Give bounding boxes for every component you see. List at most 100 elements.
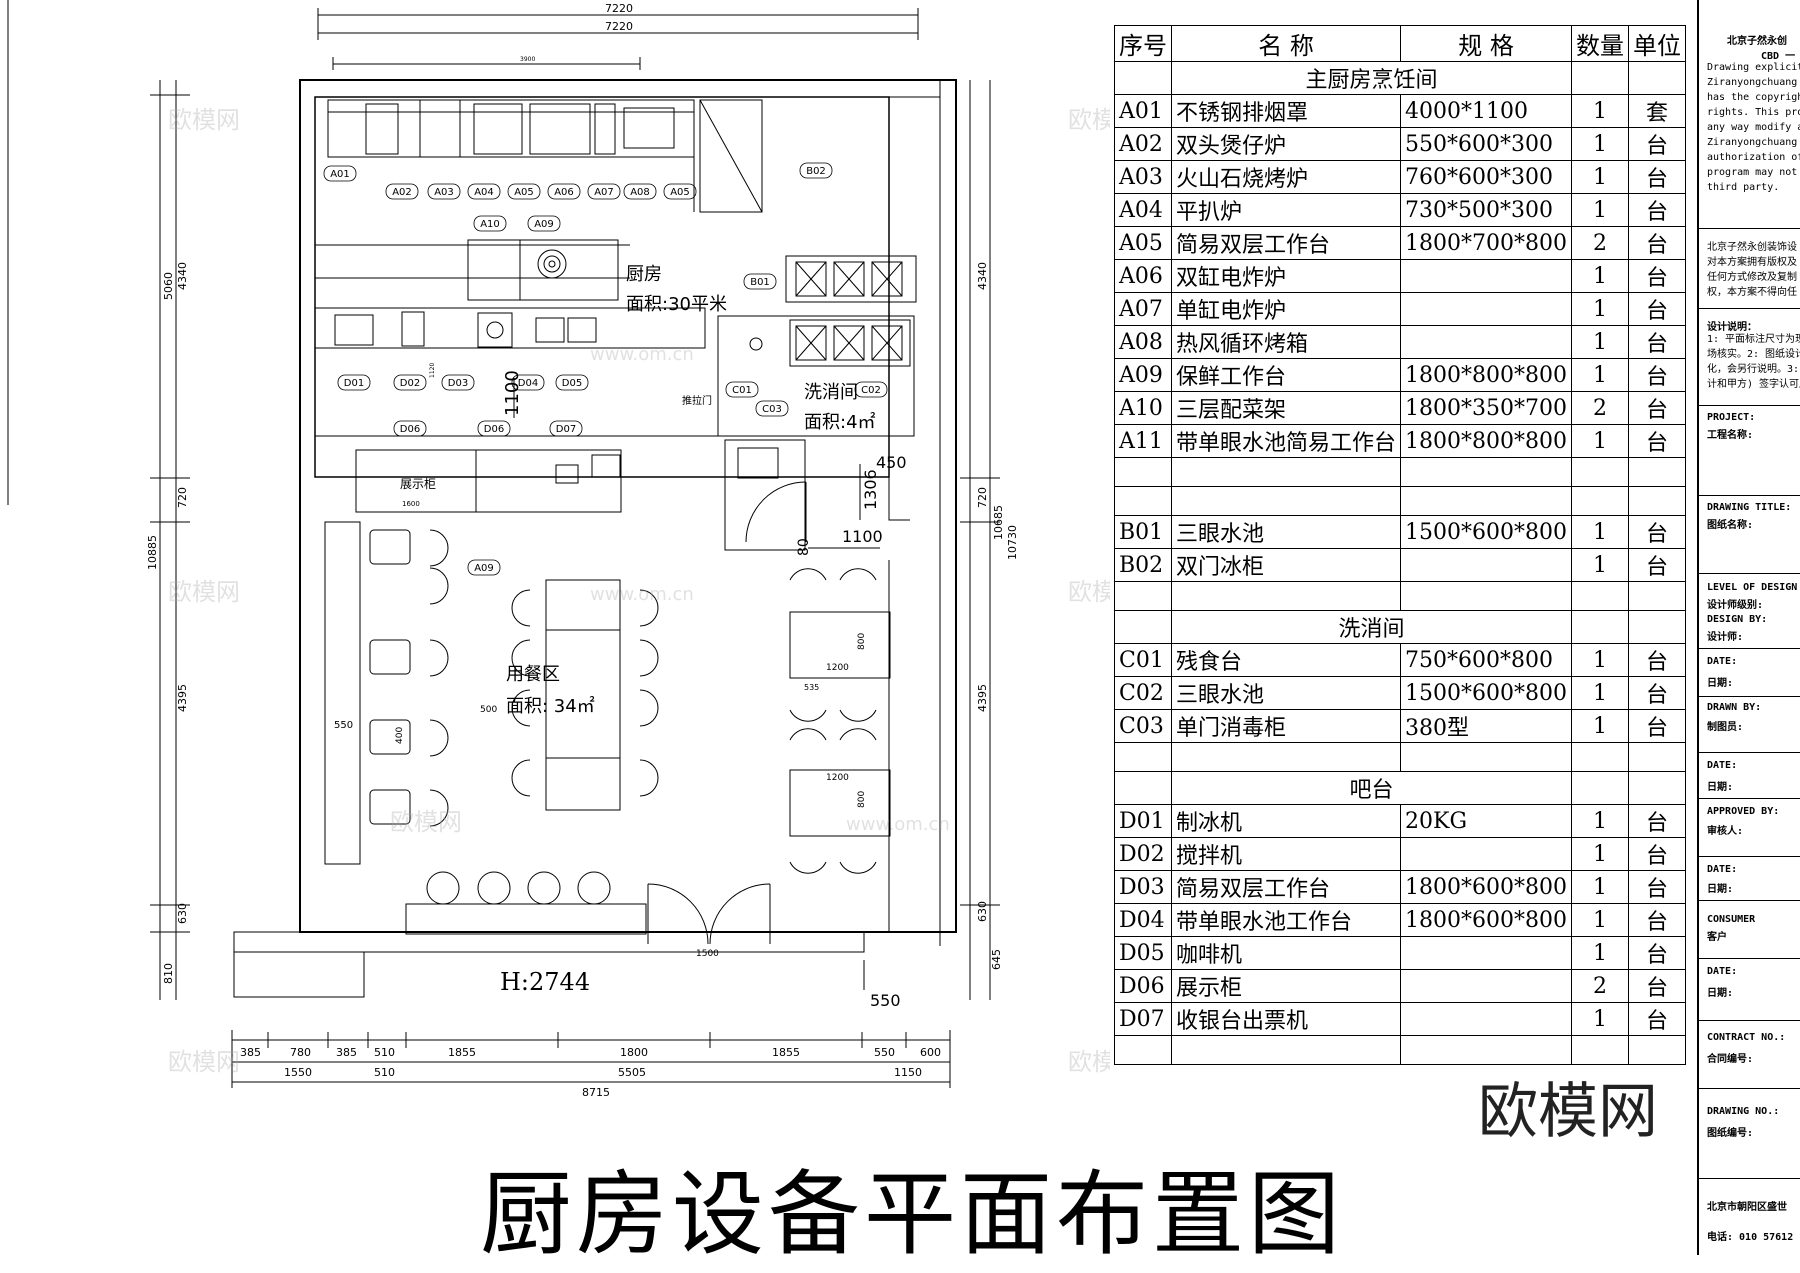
display-cabinet-label: 展示柜 (400, 477, 436, 491)
dim-hood-width: 3900 (520, 56, 535, 63)
cell-qty: 1 (1571, 643, 1629, 677)
cell-unit: 台 (1628, 515, 1686, 549)
cell-index: A08 (1114, 325, 1172, 359)
dim-right-10685: 10685 (992, 505, 1005, 540)
cell-qty: 1 (1571, 936, 1629, 970)
cell-qty (1571, 486, 1629, 516)
cell-unit: 台 (1628, 226, 1686, 260)
cell-unit (1628, 610, 1686, 644)
dim-width-510b: 510 (374, 1066, 395, 1079)
dim-1100-horizontal: 1100 (842, 527, 883, 546)
dim-1120: 1120 (429, 363, 436, 378)
cell-qty: 1 (1571, 837, 1629, 871)
cell-name: 不锈钢排烟罩 (1170, 94, 1402, 128)
tag-A10: A10 (480, 219, 500, 230)
cell-spec: 1800*600*800 (1400, 903, 1572, 937)
cell-unit (1628, 742, 1686, 772)
dim-width-1550: 1550 (284, 1066, 312, 1079)
tag-A06: A06 (554, 187, 574, 198)
company-subtitle: CBD 一 (1761, 51, 1796, 62)
contract-label-cn: 合同编号: (1707, 1054, 1754, 1065)
cell-index: A02 (1114, 127, 1172, 161)
date-label-2-cn: 日期: (1707, 782, 1734, 793)
table-row-empty (1114, 486, 1686, 516)
cell-spec: 730*500*300 (1400, 193, 1572, 227)
design-by-label-cn: 设计师: (1707, 632, 1744, 643)
watermark-url: www.om.cn (590, 344, 694, 365)
dim-width-510: 510 (374, 1046, 395, 1059)
header-spec: 规 格 (1400, 25, 1572, 62)
tag-B02: B02 (806, 166, 826, 177)
cell-name (1170, 742, 1402, 772)
dim-left-630: 630 (176, 903, 189, 924)
cell-index: D02 (1114, 837, 1172, 871)
cell-index (1114, 742, 1172, 772)
brand-watermark: 欧模网 (1478, 1077, 1658, 1147)
tag-C02: C02 (861, 385, 881, 396)
cell-spec (1400, 742, 1572, 772)
cell-spec (1400, 936, 1572, 970)
watermark: 欧模网 (1068, 578, 1110, 606)
date-label-1-cn: 日期: (1707, 678, 1734, 689)
watermark: 欧模网 (1068, 106, 1110, 134)
dim-right-4395: 4395 (976, 684, 989, 712)
cell-index: D07 (1114, 1002, 1172, 1036)
cell-unit: 台 (1628, 325, 1686, 359)
cell-unit (1628, 1035, 1686, 1065)
cell-index: D06 (1114, 969, 1172, 1003)
kitchen-label: 厨房 (626, 264, 662, 285)
sliding-door-label: 推拉门 (682, 394, 712, 407)
cell-qty (1571, 771, 1629, 805)
cell-name: 收银台出票机 (1170, 1002, 1402, 1036)
cell-name: 制冰机 (1170, 804, 1402, 838)
cell-name: 咖啡机 (1170, 936, 1402, 970)
tag-D05: D05 (562, 378, 582, 389)
watermark-url: www.om.cn (846, 814, 950, 835)
cell-spec: 760*600*300 (1400, 160, 1572, 194)
cell-name (1170, 486, 1402, 516)
cell-spec: 1800*350*700 (1400, 391, 1572, 425)
dim-550-bottom: 550 (870, 991, 901, 1010)
cell-spec: 750*600*800 (1400, 643, 1572, 677)
consumer-label: CONSUMER (1707, 914, 1756, 925)
cell-index: C03 (1114, 709, 1172, 743)
date-label-3-cn: 日期: (1707, 884, 1734, 895)
cell-index: D01 (1114, 804, 1172, 838)
header-index: 序号 (1114, 25, 1172, 62)
cell-name: 双门冰柜 (1170, 548, 1402, 582)
wash-room-area: 面积:4㎡ (804, 411, 876, 433)
cell-name: 保鲜工作台 (1170, 358, 1402, 392)
tag-D02: D02 (400, 378, 420, 389)
cell-unit (1628, 486, 1686, 516)
cell-index: A03 (1114, 160, 1172, 194)
dim-400: 400 (395, 727, 405, 744)
cell-spec: 1800*700*800 (1400, 226, 1572, 260)
cell-unit: 台 (1628, 643, 1686, 677)
dim-right-4340: 4340 (976, 262, 989, 290)
watermark: 欧模网 (390, 808, 462, 836)
cell-index: A05 (1114, 226, 1172, 260)
cell-unit: 台 (1628, 1002, 1686, 1036)
tag-D01: D01 (344, 378, 364, 389)
drawing-no-label: DRAWING NO.: (1707, 1106, 1780, 1117)
tag-A05: A05 (514, 187, 534, 198)
dim-80: 80 (796, 538, 812, 556)
cell-index: D04 (1114, 903, 1172, 937)
cell-unit (1628, 61, 1686, 95)
cell-spec (1400, 486, 1572, 516)
cell-name (1170, 1035, 1402, 1065)
cell-name: 三层配菜架 (1170, 391, 1402, 425)
drawing-title: 厨房设备平面布置图 (480, 1161, 1345, 1268)
company-phone: 电话: 010 57612 (1707, 1232, 1794, 1243)
floor-plan-drawing: 7220 7220 3900 1855 1800 1855 385 780 38… (7, 0, 1110, 1099)
drawing-no-label-cn: 图纸编号: (1707, 1128, 1754, 1139)
cell-index (1114, 457, 1172, 487)
cell-index (1114, 581, 1172, 611)
